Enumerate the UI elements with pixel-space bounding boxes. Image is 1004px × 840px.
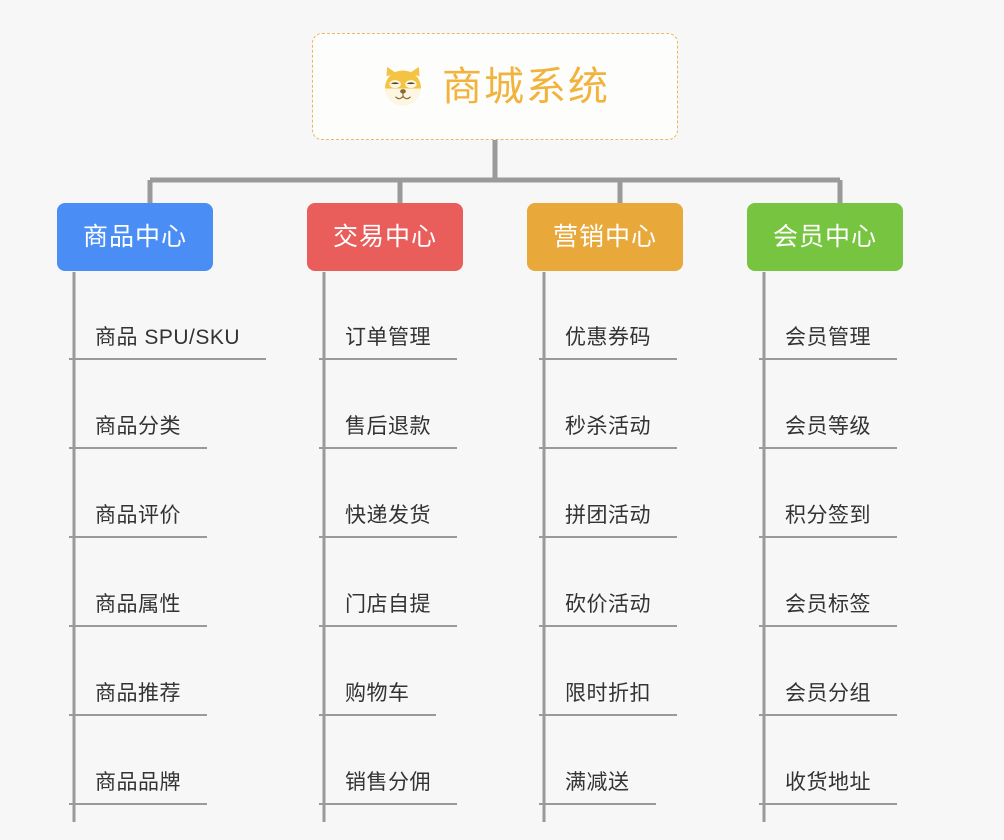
list-item[interactable]: 订单管理 — [319, 271, 463, 360]
leaf-label: 会员等级 — [759, 415, 897, 449]
leaf-label: 门店自提 — [319, 593, 457, 627]
leaf-label: 砍价活动 — [539, 593, 677, 627]
list-item[interactable]: 限时折扣 — [539, 627, 683, 716]
branch-leaf-list-3: 会员管理 会员等级 积分签到 会员标签 会员分组 收货地址 — [747, 271, 903, 805]
leaf-label: 满减送 — [539, 771, 656, 805]
list-item[interactable]: 会员分组 — [759, 627, 903, 716]
branch-column-1: 交易中心 订单管理 售后退款 快递发货 门店自提 购物车 销售分佣 — [307, 203, 464, 805]
list-item[interactable]: 销售分佣 — [319, 716, 463, 805]
list-item[interactable]: 商品 SPU/SKU — [69, 271, 267, 360]
list-item[interactable]: 满减送 — [539, 716, 683, 805]
leaf-label: 会员标签 — [759, 593, 897, 627]
list-item[interactable]: 购物车 — [319, 627, 463, 716]
list-item[interactable]: 会员标签 — [759, 538, 903, 627]
leaf-label: 收货地址 — [759, 771, 897, 805]
list-item[interactable]: 商品属性 — [69, 538, 266, 627]
branch-column-3: 会员中心 会员管理 会员等级 积分签到 会员标签 会员分组 收货地址 — [747, 203, 904, 805]
leaf-label: 购物车 — [319, 682, 436, 716]
branch-header-3[interactable]: 会员中心 — [747, 203, 904, 271]
list-item[interactable]: 商品分类 — [69, 360, 266, 449]
branch-column-2: 营销中心 优惠券码 秒杀活动 拼团活动 砍价活动 限时折扣 满减送 — [527, 203, 684, 805]
list-item[interactable]: 收货地址 — [759, 716, 903, 805]
list-item[interactable]: 商品品牌 — [69, 716, 266, 805]
root-title: 商城系统 — [442, 64, 610, 109]
leaf-label: 秒杀活动 — [539, 415, 677, 449]
leaf-label: 拼团活动 — [539, 504, 677, 538]
leaf-label: 商品推荐 — [69, 682, 207, 716]
list-item[interactable]: 商品评价 — [69, 449, 266, 538]
leaf-label: 商品分类 — [69, 415, 207, 449]
leaf-label: 限时折扣 — [539, 682, 677, 716]
leaf-label: 售后退款 — [319, 415, 457, 449]
shiba-dog-face-icon — [385, 66, 421, 106]
root-node[interactable]: 商城系统 — [312, 33, 678, 140]
branch-header-2[interactable]: 营销中心 — [527, 203, 684, 271]
leaf-label: 商品 SPU/SKU — [69, 326, 267, 360]
branch-leaf-list-0: 商品 SPU/SKU 商品分类 商品评价 商品属性 商品推荐 商品品牌 — [57, 271, 267, 805]
leaf-label: 订单管理 — [319, 326, 457, 360]
branch-header-0[interactable]: 商品中心 — [57, 203, 214, 271]
list-item[interactable]: 拼团活动 — [539, 449, 683, 538]
leaf-label: 商品属性 — [69, 593, 207, 627]
list-item[interactable]: 商品推荐 — [69, 627, 266, 716]
list-item[interactable]: 会员等级 — [759, 360, 903, 449]
list-item[interactable]: 快递发货 — [319, 449, 463, 538]
branch-leaf-list-1: 订单管理 售后退款 快递发货 门店自提 购物车 销售分佣 — [307, 271, 463, 805]
leaf-label: 会员分组 — [759, 682, 897, 716]
list-item[interactable]: 门店自提 — [319, 538, 463, 627]
branch-column-0: 商品中心 商品 SPU/SKU 商品分类 商品评价 商品属性 商品推荐 商品品牌 — [57, 203, 267, 805]
list-item[interactable]: 积分签到 — [759, 449, 903, 538]
list-item[interactable]: 砍价活动 — [539, 538, 683, 627]
leaf-label: 会员管理 — [759, 326, 897, 360]
leaf-label: 积分签到 — [759, 504, 897, 538]
list-item[interactable]: 会员管理 — [759, 271, 903, 360]
leaf-label: 快递发货 — [319, 504, 457, 538]
leaf-label: 优惠券码 — [539, 326, 677, 360]
leaf-label: 商品品牌 — [69, 771, 207, 805]
branch-header-1[interactable]: 交易中心 — [307, 203, 464, 271]
leaf-label: 商品评价 — [69, 504, 207, 538]
leaf-label: 销售分佣 — [319, 771, 457, 805]
list-item[interactable]: 秒杀活动 — [539, 360, 683, 449]
branch-leaf-list-2: 优惠券码 秒杀活动 拼团活动 砍价活动 限时折扣 满减送 — [527, 271, 683, 805]
list-item[interactable]: 售后退款 — [319, 360, 463, 449]
list-item[interactable]: 优惠券码 — [539, 271, 683, 360]
